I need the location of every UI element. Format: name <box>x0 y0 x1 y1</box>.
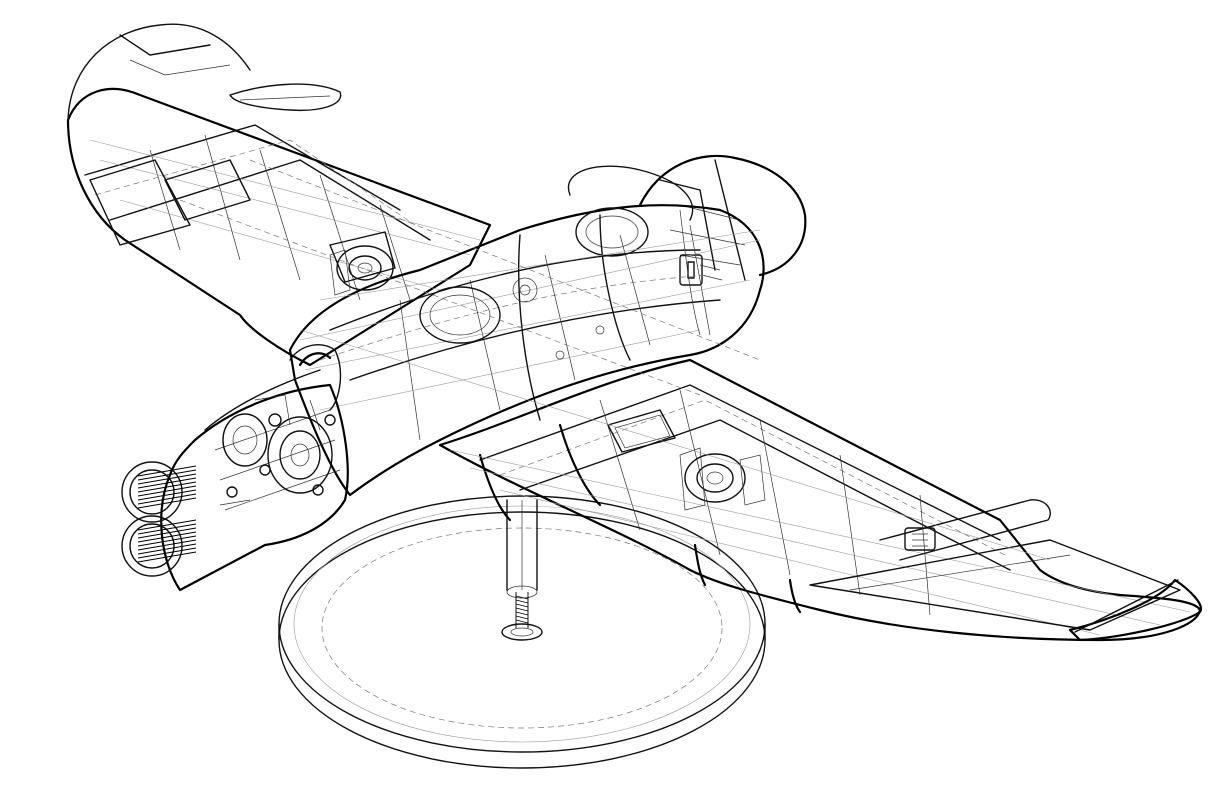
horizontal-stabilizer <box>229 83 694 221</box>
left-aileron <box>89 159 191 246</box>
fuselage-frames <box>518 209 701 421</box>
right-wing <box>438 358 1203 642</box>
exhaust-lower <box>121 515 197 577</box>
mounting-bolt <box>501 592 543 641</box>
canopy <box>419 207 649 344</box>
engine-mount-frame <box>289 344 342 411</box>
exhaust-upper <box>121 461 197 523</box>
right-wing-tip <box>1068 578 1203 642</box>
right-aileron <box>809 539 1181 631</box>
right-wing-hatch <box>607 409 676 453</box>
left-wing-tip <box>67 23 251 121</box>
cockpit-details <box>329 245 394 296</box>
right-wing-strut <box>879 499 1051 561</box>
left-wing <box>66 23 492 367</box>
tail-fin <box>638 154 807 286</box>
stand-post <box>506 499 538 599</box>
display-stand <box>278 495 766 769</box>
engine-assembly <box>121 344 349 592</box>
engine-internals <box>219 394 336 506</box>
fuselage <box>288 204 765 497</box>
right-wing-servo <box>679 447 766 511</box>
internal-structure <box>179 159 1051 561</box>
